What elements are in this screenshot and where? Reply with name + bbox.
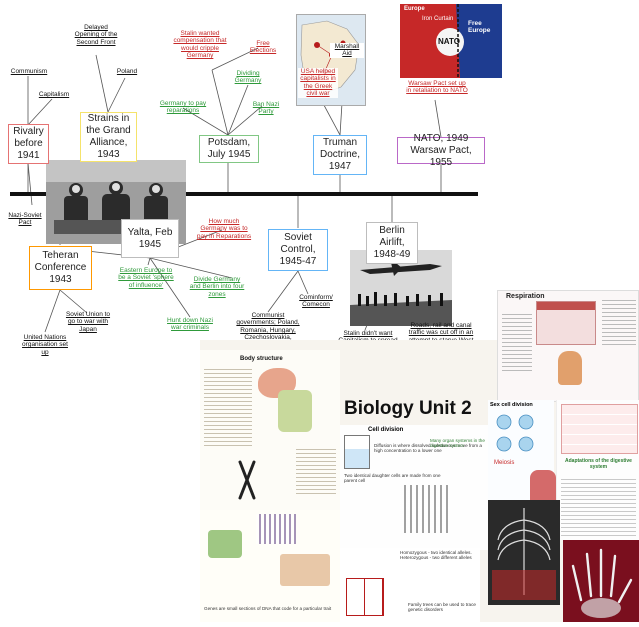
sex-cell-division-sheet: Sex cell division Meiosis: [488, 400, 554, 500]
note-delayed-second-front: Delayed Opening of the Second Front: [74, 24, 118, 46]
punnett-square: [346, 578, 384, 616]
note-marshall-aid: Marshall Aid: [330, 43, 364, 58]
respiration-sheet: Respiration: [497, 290, 639, 402]
note-soviet-war-japan: Soviet Union to go to war with Japan: [65, 311, 111, 333]
respiration-table: [536, 301, 596, 345]
cell-division-sheet: Cell division Diffusion is where dissolv…: [340, 425, 490, 550]
note-dividing-germany: Dividing Germany: [234, 70, 262, 85]
organ-systems-note: Many organ systems in the digestive syst…: [430, 438, 485, 449]
box-teheran: Teheran Conference 1943: [29, 246, 92, 290]
baby-photo: [208, 530, 242, 558]
biology-unit-title: Biology Unit 2: [344, 398, 472, 419]
daughter-cells-note: Two identical daughter cells are made fr…: [344, 473, 441, 484]
genetics-sheet: Genes are small sections of DNA that cod…: [200, 510, 340, 622]
chromosome-image: [234, 460, 260, 500]
note-free-elections: Free Elections: [249, 40, 277, 55]
adaptations-table: [561, 404, 638, 454]
homozygous-note: Homozygous - two identical alleles. Hete…: [400, 550, 472, 561]
chromosome-pairs-image: [256, 514, 296, 544]
iron-curtain-poster: Europe Iron Curtain Free Europe NATO: [400, 4, 502, 78]
genes-note: Genes are small sections of DNA that cod…: [204, 606, 332, 611]
box-soviet-control: Soviet Control, 1945-47: [268, 229, 328, 271]
sex-cell-division-heading: Sex cell division: [490, 402, 533, 408]
body-structure-sheet: Body structure: [200, 350, 340, 510]
note-usa-helped: USA helped capitalists in the Greek civi…: [298, 68, 338, 98]
note-hunt-nazi-criminals: Hunt down Nazi war criminals: [167, 317, 213, 332]
note-warsaw-pact-retaliation: Warsaw Pact set up in retaliation to NAT…: [406, 80, 468, 95]
inheritance-sheet: Homozygous - two identical alleles. Hete…: [340, 548, 480, 622]
note-nazi-soviet-pact: Nazi-Soviet Pact: [8, 212, 42, 227]
xray-chest-image: [488, 500, 560, 605]
note-how-much-reparations: How much Germany was to pay in Reparatio…: [196, 218, 252, 240]
poster-nato-label: NATO: [438, 37, 460, 46]
note-divide-germany-berlin: Divide Germany and Berlin into four zone…: [189, 276, 245, 298]
note-capitalism: Capitalism: [38, 91, 70, 98]
xray-hand-image: [563, 540, 639, 622]
cell-division-heading: Cell division: [368, 427, 404, 433]
digestive-system-image: [278, 390, 312, 432]
adaptations-sheet: Adaptations of the digestive system: [556, 400, 639, 540]
note-united-nations: United Nations organisation set up: [22, 334, 68, 356]
family-photo: [280, 554, 330, 586]
family-trees-note: Family trees can be used to trace geneti…: [408, 602, 476, 613]
adaptations-text: [561, 476, 636, 536]
diffusion-note: Diffusion is where dissolved substances …: [374, 443, 482, 454]
note-stalin-compensation: Stalin wanted compensation that would cr…: [173, 30, 227, 60]
note-ban-nazi-party: Ban Nazi Party: [252, 101, 280, 116]
box-truman-doctrine: Truman Doctrine, 1947: [313, 135, 367, 175]
body-structure-text-2: [296, 446, 336, 496]
box-strains-grand-alliance: Strains in the Grand Alliance, 1943: [80, 112, 137, 162]
box-berlin-airlift: Berlin Airlift, 1948-49: [366, 222, 418, 264]
box-potsdam: Potsdam, July 1945: [199, 135, 259, 163]
poster-iron-curtain-label: Iron Curtain: [422, 16, 454, 22]
karyotype-image: [400, 485, 450, 533]
respiration-heading: Respiration: [506, 293, 545, 300]
runner-figure: [558, 351, 582, 385]
note-poland: Poland: [116, 68, 138, 75]
cell-circles: [496, 414, 534, 452]
respiration-text-right: [602, 297, 636, 347]
adaptations-heading: Adaptations of the digestive system: [565, 458, 632, 470]
box-nato-warsaw: NATO, 1949 Warsaw Pact, 1955: [397, 133, 485, 168]
note-communism: Communism: [10, 68, 48, 75]
note-eastern-europe-sphere: Eastern Europe to be a Soviet 'sphere of…: [118, 267, 174, 289]
note-cominform-comecon: Cominform/ Comecon: [299, 294, 333, 309]
box-rivalry-before-1941: Rivalry before 1941: [8, 124, 49, 164]
poster-europe-label: Europe: [404, 6, 425, 12]
meiosis-heading: Meiosis: [494, 460, 515, 466]
beaker-diagram: [344, 435, 370, 469]
body-structure-text: [204, 366, 252, 446]
body-structure-heading: Body structure: [240, 356, 283, 362]
box-yalta: Yalta, Feb 1945: [121, 219, 179, 258]
note-germany-pay: Germany to pay reparations: [159, 100, 207, 115]
poster-free-europe-label: Free Europe: [468, 20, 491, 34]
respiration-text-block: [502, 311, 532, 371]
